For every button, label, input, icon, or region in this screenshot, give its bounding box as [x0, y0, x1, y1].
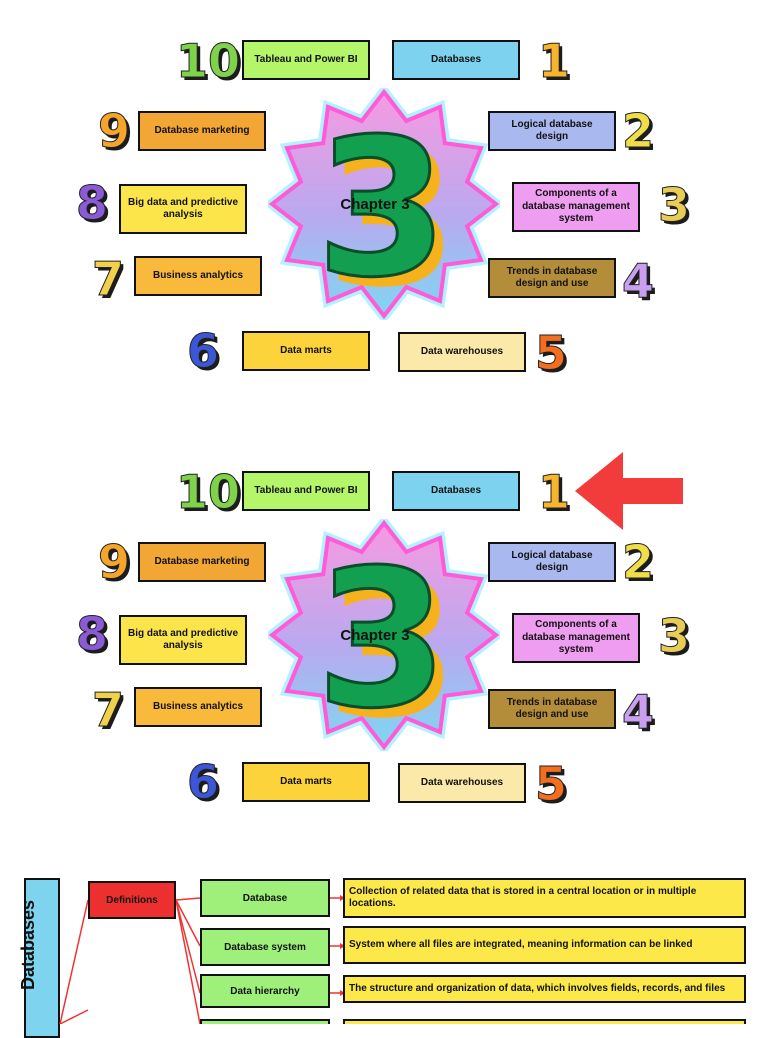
definition-box: System where all files are integrated, m… — [343, 926, 746, 964]
svg-text:3: 3 — [316, 98, 448, 319]
topic-number: 3 — [657, 178, 691, 232]
topic-number: 5 — [534, 757, 568, 811]
topic-number: 7 — [91, 252, 125, 306]
topic-number: 6 — [186, 755, 220, 809]
topic-box: Logical database design — [488, 542, 616, 582]
topic-number: 10 — [175, 34, 241, 88]
topic-box: Logical database design — [488, 111, 616, 151]
topic-number: 8 — [75, 607, 109, 661]
chapter-title: Chapter 3 — [340, 196, 410, 213]
highlight-arrow-icon — [575, 452, 683, 530]
topic-box: Business analytics — [134, 256, 262, 296]
topic-box: Components of a database management syst… — [512, 182, 640, 232]
term-box: Database — [200, 879, 330, 917]
term-box-cropped — [200, 1019, 330, 1024]
topic-box: Data warehouses — [398, 763, 526, 803]
topic-box: Tableau and Power BI — [242, 471, 370, 511]
topic-number: 2 — [621, 104, 655, 158]
topic-number: 10 — [175, 465, 241, 519]
topic-box: Data marts — [242, 762, 370, 802]
topic-number: 2 — [621, 535, 655, 589]
topic-box: Trends in database design and use — [488, 258, 616, 298]
svg-text:3: 3 — [326, 108, 458, 320]
definition-box: Collection of related data that is store… — [343, 878, 746, 918]
topic-box: Database marketing — [138, 111, 266, 151]
svg-text:3: 3 — [316, 529, 448, 750]
term-box: Data hierarchy — [200, 974, 330, 1008]
topic-number: 1 — [537, 34, 571, 88]
topic-number: 9 — [97, 104, 131, 158]
topic-number: 9 — [97, 535, 131, 589]
topic-number: 3 — [657, 609, 691, 663]
topic-box: Data warehouses — [398, 332, 526, 372]
definition-box: The structure and organization of data, … — [343, 975, 746, 1003]
topic-number: 7 — [91, 683, 125, 737]
topic-box: Tableau and Power BI — [242, 40, 370, 80]
topic-box: Databases — [392, 40, 520, 80]
topic-box: Databases — [392, 471, 520, 511]
topic-box: Big data and predictive analysis — [119, 615, 247, 665]
topic-number: 5 — [534, 326, 568, 380]
topic-number: 4 — [621, 685, 655, 739]
chapter-star-badge: 33 — [268, 519, 500, 751]
topic-number: 1 — [537, 465, 571, 519]
topic-box: Trends in database design and use — [488, 689, 616, 729]
topic-box: Database marketing — [138, 542, 266, 582]
topic-number: 6 — [186, 324, 220, 378]
topic-box: Big data and predictive analysis — [119, 184, 247, 234]
svg-text:3: 3 — [326, 539, 458, 751]
definition-box-cropped — [343, 1019, 746, 1024]
chapter-star-badge: 33 — [268, 88, 500, 320]
chapter-title: Chapter 3 — [340, 627, 410, 644]
topic-box: Components of a database management syst… — [512, 613, 640, 663]
topic-box: Data marts — [242, 331, 370, 371]
mindmap-connectors — [59, 895, 345, 1024]
term-box: Database system — [200, 928, 330, 966]
topic-number: 8 — [75, 176, 109, 230]
mindmap-root-box — [24, 878, 60, 1038]
topic-box: Business analytics — [134, 687, 262, 727]
definitions-box: Definitions — [88, 881, 176, 919]
topic-number: 4 — [621, 254, 655, 308]
